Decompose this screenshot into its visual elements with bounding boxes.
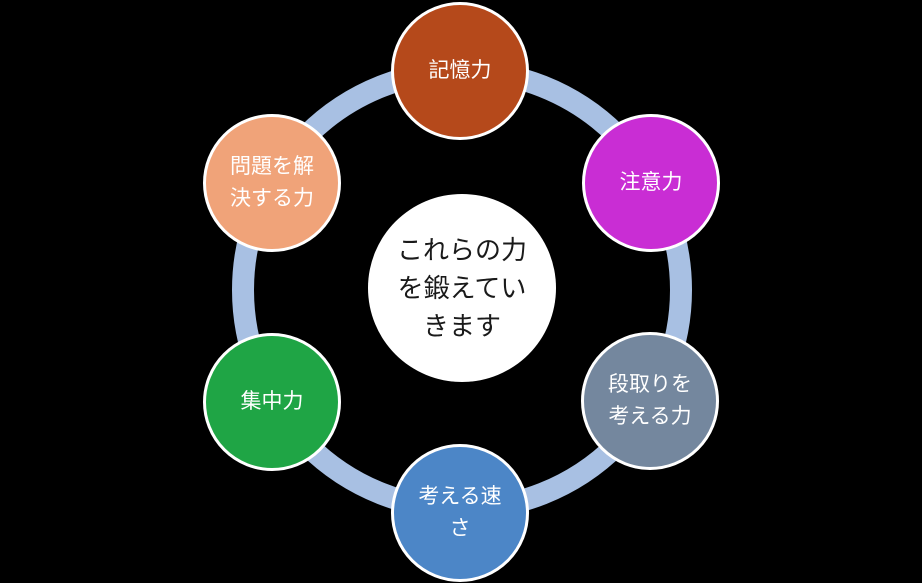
- node-concentration-label: 集中力: [240, 390, 304, 413]
- node-attention: 注意力: [582, 114, 720, 252]
- center-circle-label: これらの力 を鍛えてい きます: [396, 235, 527, 341]
- node-planning: 段取りを 考える力: [581, 332, 719, 470]
- node-planning-label: 段取りを 考える力: [608, 373, 692, 428]
- node-problem-solving-label: 問題を解 決する力: [230, 155, 314, 210]
- node-thinking-speed: 考える速 さ: [391, 444, 529, 582]
- node-problem-solving: 問題を解 決する力: [203, 114, 341, 252]
- node-attention-label: 注意力: [619, 171, 683, 194]
- node-thinking-speed-label: 考える速 さ: [418, 485, 502, 540]
- node-memory-label: 記憶力: [428, 59, 492, 82]
- center-circle: これらの力 を鍛えてい きます: [368, 194, 556, 382]
- node-concentration: 集中力: [203, 333, 341, 471]
- node-memory: 記憶力: [391, 2, 529, 140]
